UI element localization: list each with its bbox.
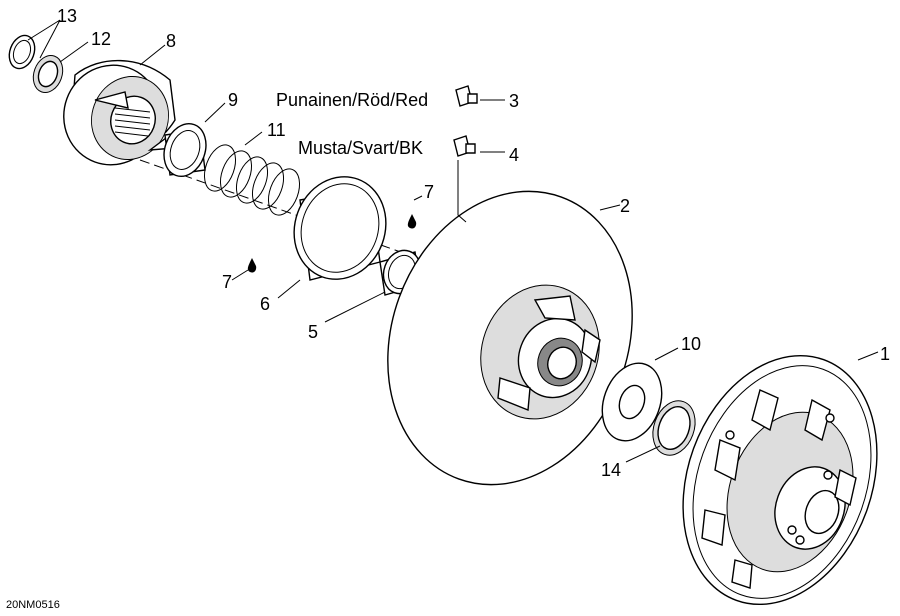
cam-part-8 bbox=[63, 59, 176, 166]
leader-lines bbox=[27, 19, 879, 463]
shim-part-14 bbox=[652, 400, 696, 456]
callout-10: 10 bbox=[681, 334, 701, 354]
callout-11: 11 bbox=[267, 120, 286, 140]
callout-14: 14 bbox=[601, 460, 621, 480]
washer-part-10 bbox=[601, 362, 663, 442]
spring-part-11 bbox=[203, 144, 301, 216]
sliding-half-part-2 bbox=[387, 190, 633, 486]
reference-code: 20NM0516 bbox=[6, 599, 60, 611]
label-black-weight: Musta/Svart/BK bbox=[298, 138, 423, 158]
black-weight-part-4 bbox=[453, 135, 476, 157]
callout-5: 5 bbox=[308, 322, 318, 342]
washer-part-12 bbox=[32, 55, 64, 93]
label-red-weight: Punainen/Röd/Red bbox=[276, 90, 428, 110]
callout-9: 9 bbox=[228, 90, 238, 110]
callout-4: 4 bbox=[509, 145, 519, 165]
circlip-part-13 bbox=[8, 34, 36, 70]
callout-7-upper: 7 bbox=[424, 182, 434, 202]
callout-3: 3 bbox=[509, 91, 519, 111]
callout-8: 8 bbox=[166, 31, 176, 51]
callout-2: 2 bbox=[620, 196, 630, 216]
callout-1: 1 bbox=[880, 344, 890, 364]
fixed-half-part-1 bbox=[682, 354, 878, 606]
red-weight-part-3 bbox=[455, 85, 478, 107]
callout-6: 6 bbox=[260, 294, 270, 314]
callout-12: 12 bbox=[91, 29, 111, 49]
lubricant-drop-icon bbox=[247, 258, 257, 273]
callout-7-lower: 7 bbox=[222, 272, 232, 292]
callout-13: 13 bbox=[57, 6, 77, 26]
lubricant-drop-icon bbox=[407, 214, 417, 229]
bushing-part-9 bbox=[163, 123, 207, 177]
